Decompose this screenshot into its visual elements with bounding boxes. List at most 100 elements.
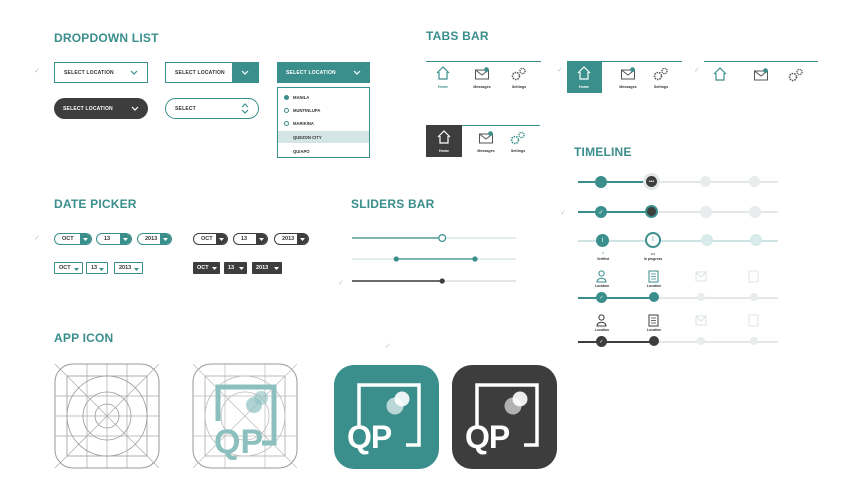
timeline-step-pending[interactable]	[750, 234, 762, 246]
dropdown-option[interactable]: QUIAPO	[278, 145, 369, 157]
date-year-select[interactable]: 2013	[137, 233, 172, 245]
slider-handle[interactable]	[439, 278, 445, 284]
timeline-step-done[interactable]	[595, 176, 607, 188]
dropdown-select-stepper[interactable]: SELECT	[165, 98, 259, 119]
mail-icon[interactable]	[620, 66, 636, 81]
heading-app-icon: APP ICON	[54, 331, 114, 345]
timeline-step-current[interactable]	[645, 205, 658, 218]
step-label: Location	[594, 284, 610, 288]
check-icon: ✓	[560, 210, 566, 217]
chevron-down-icon	[121, 63, 147, 82]
timeline-step-current[interactable]: I	[645, 232, 661, 248]
app-icon-dark[interactable]: QP	[452, 365, 557, 469]
timeline-step-pending[interactable]	[749, 206, 761, 218]
timeline-step-pending[interactable]	[701, 234, 713, 246]
dropdown-select-location-split[interactable]: SELECT LOCATION	[165, 62, 259, 83]
dropdown-label: SELECT	[175, 105, 196, 112]
date-day-select[interactable]: 13	[224, 262, 247, 274]
chevron-down-icon	[122, 98, 148, 119]
slider-handle-low[interactable]	[393, 256, 399, 262]
chevron-down-icon	[239, 266, 244, 272]
date-year-select[interactable]: 2013	[252, 262, 282, 274]
app-icon-text: QP	[347, 419, 392, 455]
step-marker: I	[652, 237, 654, 243]
tab-home-active-dark[interactable]: Home	[426, 125, 462, 157]
home-icon	[437, 130, 451, 144]
radio-icon	[284, 121, 289, 126]
tab-home-label: Home	[438, 85, 448, 89]
timeline-step-done[interactable]: ✓	[596, 336, 607, 347]
tab-settings-label: Settings	[511, 85, 527, 89]
gear-icon[interactable]	[510, 131, 526, 145]
timeline-step-pending[interactable]	[697, 337, 705, 345]
timeline-step-current[interactable]	[649, 336, 659, 346]
date-day-select[interactable]: 13	[96, 233, 132, 245]
dropdown-option-selected[interactable]: QUEZON CITY	[278, 131, 369, 143]
dropdown-option[interactable]: MARIKINA	[278, 117, 369, 129]
date-year-select[interactable]: 2013	[274, 233, 309, 245]
mail-icon[interactable]	[478, 130, 494, 145]
mail-icon	[695, 271, 707, 282]
app-logo-mark	[475, 383, 539, 447]
option-label: QUEZON CITY	[293, 134, 322, 140]
tab-bar-rest: Messages Settings	[602, 61, 682, 93]
chevron-down-icon	[232, 63, 258, 82]
gear-icon[interactable]	[653, 67, 669, 81]
timeline-step-done[interactable]: I	[596, 234, 609, 247]
tab-home-active[interactable]: Home	[567, 61, 602, 93]
home-icon[interactable]	[712, 66, 728, 82]
date-year: 2013	[256, 265, 269, 271]
slider-handle-high[interactable]	[472, 256, 478, 262]
dropdown-select-location-outline[interactable]: SELECT LOCATION	[54, 62, 148, 83]
timeline-step-pending[interactable]	[700, 176, 711, 187]
date-month-select[interactable]: OCT	[193, 233, 228, 245]
home-icon[interactable]	[435, 65, 451, 81]
dropdown-option[interactable]: MUNTINLUPA	[278, 104, 369, 116]
heading-sliders-bar: SLIDERS BAR	[351, 197, 435, 211]
timeline-step-current[interactable]: •••	[646, 176, 657, 187]
dropdown-option[interactable]: MANILA	[278, 91, 369, 103]
chevron-down-icon	[216, 234, 227, 244]
dropdown-options-list: MANILA MUNTINLUPA MARIKINA QUEZON CITY Q…	[277, 87, 370, 158]
slider-handle[interactable]	[438, 233, 447, 243]
app-icon-teal[interactable]: QP	[334, 365, 439, 469]
date-year: 2013	[145, 236, 158, 242]
date-day-select[interactable]: 13	[86, 262, 108, 274]
chevron-down-icon	[99, 267, 104, 273]
date-day-select[interactable]: 13	[233, 233, 268, 245]
dropdown-label: SELECT LOCATION	[63, 105, 113, 112]
date-month-select[interactable]: OCT	[54, 233, 92, 245]
timeline-step-pending[interactable]	[697, 293, 705, 301]
tab-messages-label: Messages	[477, 149, 495, 153]
timeline-line	[578, 240, 778, 242]
check-icon: ✓	[557, 67, 563, 74]
timeline-progress-line	[578, 211, 652, 213]
dropdown-select-location-dark[interactable]: SELECT LOCATION	[54, 98, 148, 119]
date-month: OCT	[201, 236, 213, 242]
timeline-step-done[interactable]: ✓	[596, 292, 607, 303]
timeline-step-current[interactable]	[649, 292, 659, 302]
tab-settings-label: Settings	[510, 149, 526, 153]
check-icon: ✓	[385, 343, 391, 350]
date-year: 2013	[282, 236, 295, 242]
app-icon-text: QP	[465, 419, 510, 455]
timeline-step-pending[interactable]	[750, 293, 758, 301]
date-year-select[interactable]: 2013	[114, 262, 143, 274]
dropdown-select-location-open[interactable]: SELECT LOCATION	[277, 62, 370, 83]
timeline-step-pending[interactable]	[700, 206, 712, 218]
mail-icon[interactable]	[753, 67, 769, 82]
mail-icon[interactable]	[474, 66, 490, 81]
gear-icon[interactable]	[511, 67, 527, 81]
tab-bar-minimal	[704, 61, 818, 93]
chevron-down-icon	[80, 234, 91, 244]
document-icon	[748, 270, 759, 283]
timeline-step-pending[interactable]	[750, 337, 758, 345]
timeline-label-in-progress: In progress	[643, 257, 663, 261]
timeline-step-pending[interactable]	[749, 176, 760, 187]
tab-settings-label: Settings	[653, 85, 669, 89]
gear-icon[interactable]	[788, 68, 804, 82]
timeline-step-done[interactable]: ✓	[595, 206, 607, 218]
check-icon: ✓	[338, 280, 344, 287]
date-month-select[interactable]: OCT	[54, 262, 83, 274]
date-month-select[interactable]: OCT	[193, 262, 220, 274]
